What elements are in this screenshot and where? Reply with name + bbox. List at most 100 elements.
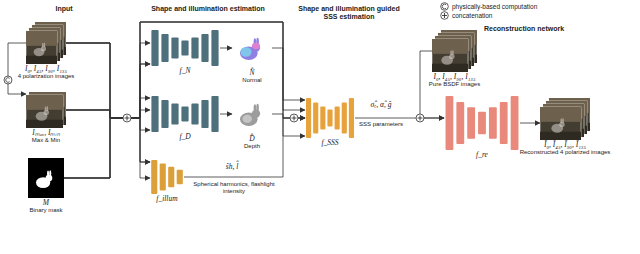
symbol-label: N̂ xyxy=(242,69,261,77)
photo-background xyxy=(26,95,63,110)
bunny-shape xyxy=(45,106,47,111)
description-label: Normal xyxy=(242,77,261,84)
symbol-plus xyxy=(125,116,130,121)
legend-symbol xyxy=(440,11,449,20)
symbol-c xyxy=(442,4,446,9)
symbol-plus xyxy=(442,13,447,18)
symbol-circle xyxy=(123,114,131,122)
connector xyxy=(64,22,305,178)
normal-shading xyxy=(240,47,251,57)
layer-block xyxy=(211,30,218,66)
bunny-shape xyxy=(562,118,564,123)
connector xyxy=(64,64,150,178)
caption: f_SSS xyxy=(321,138,338,147)
bunny-shape xyxy=(47,106,49,111)
description-label: Depth xyxy=(244,143,260,150)
description-label: Reconstructed 4 polarized images xyxy=(520,149,611,156)
symbol-label: f_D xyxy=(179,133,190,141)
layer-block xyxy=(151,160,157,194)
panel-title: Input xyxy=(2,2,126,13)
layer-block xyxy=(335,106,340,129)
layer-block xyxy=(320,106,325,129)
photo-frame xyxy=(26,95,63,128)
symbol-circle xyxy=(290,114,298,122)
bunny-shape xyxy=(559,122,564,127)
layer-block xyxy=(181,40,188,55)
layer-block xyxy=(191,104,198,125)
layer-block xyxy=(349,98,354,138)
bunny-shape xyxy=(44,43,46,48)
annotation-label: SSS parameters xyxy=(359,121,403,128)
layer-block xyxy=(511,96,519,150)
layer-block xyxy=(168,167,174,187)
symbol-label: I₀, I₄₅, I₉₀, I₁₃₅ xyxy=(429,73,480,81)
layer-block xyxy=(478,112,486,135)
photo-background xyxy=(26,31,57,46)
node-illustration xyxy=(305,98,355,138)
physical-computation-symbol xyxy=(4,76,12,84)
connector xyxy=(272,48,305,118)
bunny-shape xyxy=(46,175,53,182)
layer-block xyxy=(151,30,158,66)
bunny-shape xyxy=(449,54,454,59)
node-illustration xyxy=(150,96,220,132)
node-illustration xyxy=(150,30,220,66)
network-block: f_N xyxy=(150,30,220,66)
description-label: Max & Min xyxy=(32,137,60,144)
legend-symbol xyxy=(440,2,449,11)
node-illustration xyxy=(232,28,272,68)
node-illustration xyxy=(26,22,66,64)
node-illustration xyxy=(540,98,590,140)
description-label: 4 polarization images xyxy=(18,73,75,80)
node-illustration xyxy=(150,160,184,194)
bunny-shape xyxy=(42,43,44,48)
connector xyxy=(272,114,305,118)
caption: D̂Depth xyxy=(244,134,260,150)
layer-block xyxy=(342,102,347,133)
image-stack: I₀, I₄₅, I₉₀, I₁₃₅4 polarization images xyxy=(26,22,66,64)
network-block: f_D xyxy=(150,96,220,132)
symbol-label: M xyxy=(29,199,62,207)
caption: f_re xyxy=(476,150,488,159)
annotation-label: σ̂ₜ, α̂, ĝ xyxy=(371,101,392,109)
layer-block xyxy=(177,170,183,184)
normal-shading xyxy=(252,43,260,49)
connector xyxy=(220,48,232,49)
layer-block xyxy=(456,102,464,144)
stage-panel: Shape and illumination estimationf_NN̂No… xyxy=(128,2,288,252)
bunny-shape xyxy=(47,170,49,176)
symbol-circle xyxy=(441,3,449,11)
symbol-circle xyxy=(4,76,12,84)
photo-floor xyxy=(432,64,468,72)
photo-background xyxy=(432,39,468,54)
network-block: f_SSS xyxy=(305,98,355,138)
layer-block xyxy=(306,98,311,138)
symbol-plus xyxy=(418,116,423,121)
image-stack: Ĩ₀, Ĩ₄₅, Ĩ₉₀, Ĩ₁₃₅Reconstructed 4 po… xyxy=(540,98,590,140)
layer-block xyxy=(160,163,166,190)
symbol-circle xyxy=(416,114,424,122)
legend-row: physically-based computation xyxy=(440,2,537,11)
bunny-shape xyxy=(256,104,259,112)
connector xyxy=(66,43,150,118)
photo-floor xyxy=(26,56,57,64)
connector xyxy=(66,43,150,118)
description-label: Pure BSDF images xyxy=(429,81,480,88)
layer-block xyxy=(151,96,158,132)
caption: MBinary mask xyxy=(29,198,62,214)
bunny-shape xyxy=(450,50,452,55)
symbol-label: f_illum xyxy=(156,195,177,203)
concat-symbol xyxy=(290,114,298,122)
symbol-label: Iₘₐₓ, Iₘᵢₙ xyxy=(32,129,60,137)
legend-row: concatenation xyxy=(440,11,537,20)
caption: I₀, I₄₅, I₉₀, I₁₃₅Pure BSDF images xyxy=(429,72,480,88)
image-stack: Iₘₐₓ, IₘᵢₙMax & Min xyxy=(26,92,66,128)
stage-panel: Reconstruction networkI₀, I₄₅, I₉₀, I₁₃₅… xyxy=(410,22,638,252)
legend-text: concatenation xyxy=(452,11,492,20)
layer-block xyxy=(313,102,318,133)
caption: Ĩ₀, Ĩ₄₅, Ĩ₉₀, Ĩ₁₃₅Reconstructed 4 po… xyxy=(520,140,611,156)
description-label: Binary mask xyxy=(29,207,62,214)
symbol-circle xyxy=(441,12,449,20)
depth-map: D̂Depth xyxy=(232,94,272,134)
